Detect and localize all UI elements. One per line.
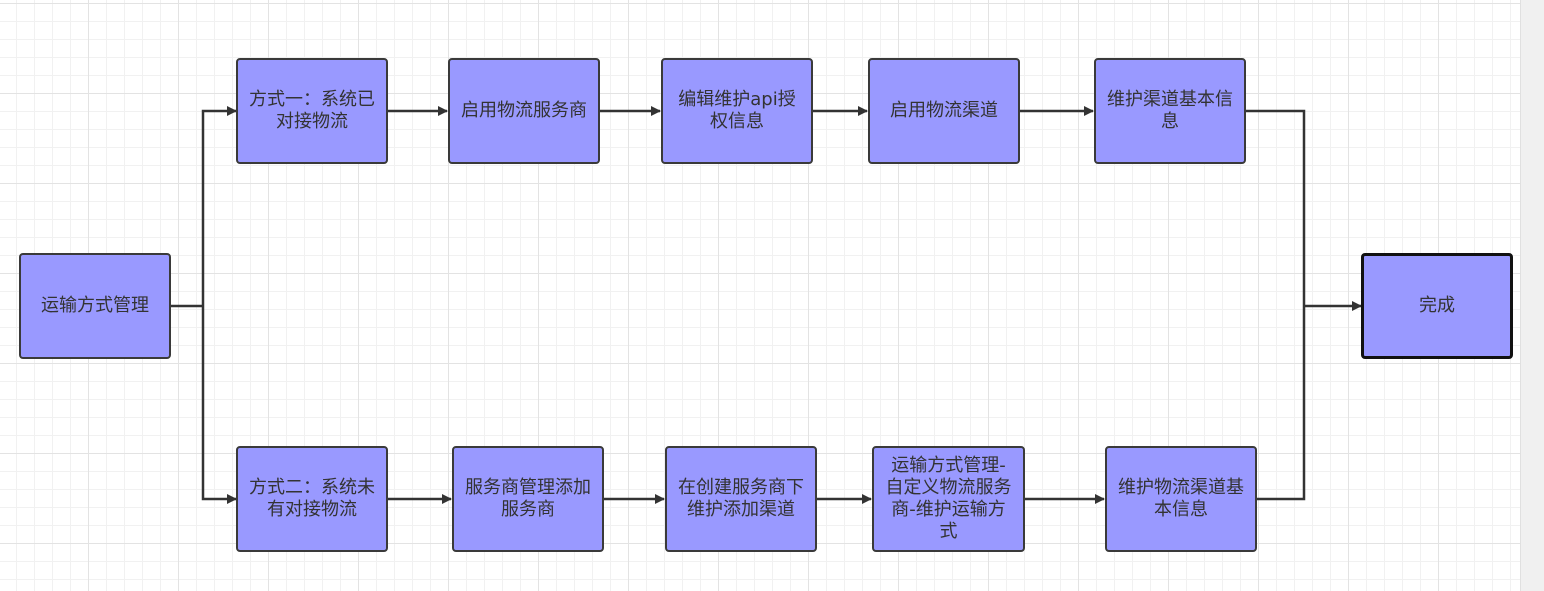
node-r1-5[interactable]: 维护渠道基本信息 [1094,58,1246,164]
node-end[interactable]: 完成 [1361,253,1513,359]
node-start[interactable]: 运输方式管理 [19,253,171,359]
node-r1-1[interactable]: 方式一：系统已对接物流 [236,58,388,164]
edge-r1_5-merge [1245,109,1306,306]
node-r2-1-label: 方式二：系统未有对接物流 [249,477,375,520]
vertical-scrollbar[interactable] [1520,0,1544,591]
edge-start-r1_1 [201,106,237,306]
edge-r2_5-merge [1256,306,1306,501]
node-start-label: 运输方式管理 [41,295,149,316]
node-r2-2[interactable]: 服务商管理添加服务商 [452,446,604,552]
node-r1-2[interactable]: 启用物流服务商 [448,58,600,164]
node-r2-4[interactable]: 运输方式管理-自定义物流服务商-维护运输方式 [872,446,1025,552]
node-r2-3-label: 在创建服务商下维护添加渠道 [678,477,804,520]
node-r2-2-label: 服务商管理添加服务商 [465,477,591,520]
node-r1-3-label: 编辑维护api授权信息 [678,89,796,132]
node-r1-5-label: 维护渠道基本信息 [1107,89,1233,132]
node-r1-4-label: 启用物流渠道 [890,100,998,121]
node-r2-5-label: 维护物流渠道基本信息 [1118,477,1244,520]
edge-start-r2_1 [201,306,237,504]
node-r1-3[interactable]: 编辑维护api授权信息 [661,58,813,164]
node-r1-4[interactable]: 启用物流渠道 [868,58,1020,164]
node-r2-3[interactable]: 在创建服务商下维护添加渠道 [665,446,817,552]
node-r1-1-label: 方式一：系统已对接物流 [249,89,375,132]
node-r1-2-label: 启用物流服务商 [461,100,587,121]
node-r2-4-label: 运输方式管理-自定义物流服务商-维护运输方式 [885,455,1012,542]
node-r2-5[interactable]: 维护物流渠道基本信息 [1105,446,1257,552]
node-end-label: 完成 [1419,295,1455,316]
node-r2-1[interactable]: 方式二：系统未有对接物流 [236,446,388,552]
